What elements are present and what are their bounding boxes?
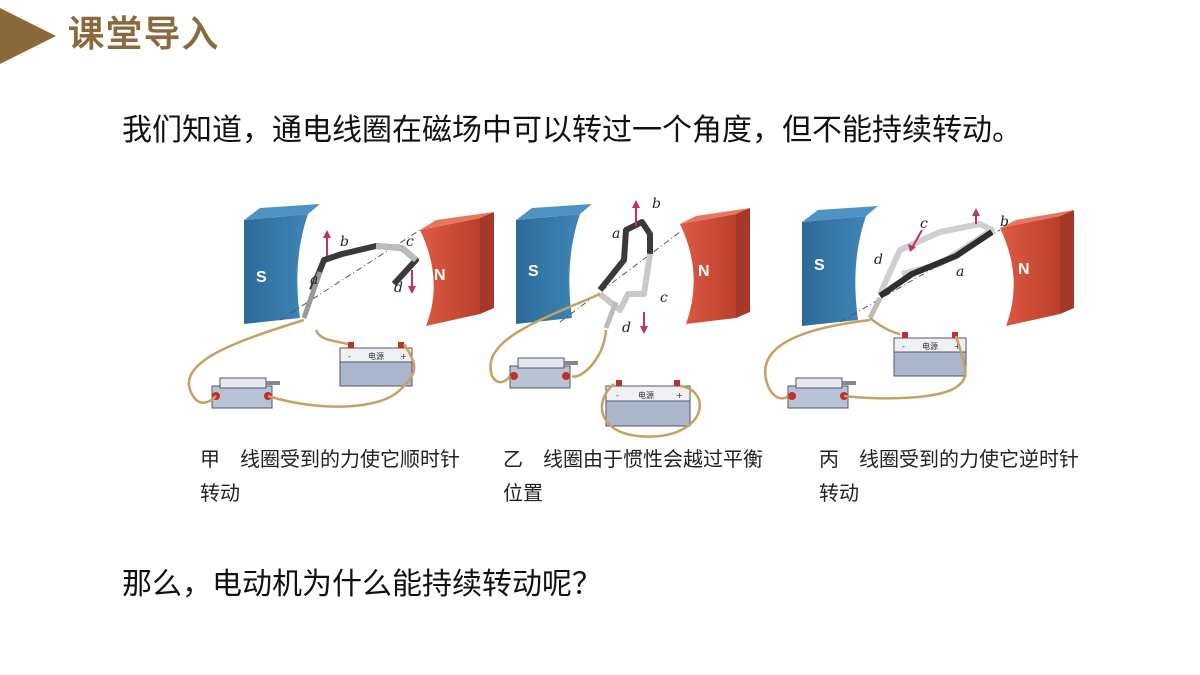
label-d: d xyxy=(622,320,631,336)
pole-n-label: N xyxy=(698,263,710,280)
question-text: 那么，电动机为什么能持续转动呢？ xyxy=(122,567,602,602)
magnet-s: S xyxy=(516,204,592,324)
pole-s-label: S xyxy=(528,263,539,280)
intro-text: 我们知道，通电线圈在磁场中可以转过一个角度，但不能持续转动。 xyxy=(122,113,1022,148)
pole-n-label: N xyxy=(1018,261,1030,278)
pole-s-label: S xyxy=(814,257,825,274)
battery: - 电源 + xyxy=(605,380,691,427)
label-c: c xyxy=(660,290,668,306)
magnet-n: N xyxy=(420,212,494,326)
battery-minus: - xyxy=(902,342,905,351)
battery-minus: - xyxy=(616,391,619,400)
magnet-n: N xyxy=(1000,210,1074,326)
battery-plus: + xyxy=(676,391,683,400)
figure-bing: S N c b a d - 电源 + xyxy=(764,206,1074,409)
label-c: c xyxy=(920,216,928,232)
motor-diagram: S N a b c d - 电源 + xyxy=(187,196,1074,438)
figure-jia: S N a b c d - 电源 + xyxy=(187,204,494,409)
magnet-s: S xyxy=(244,204,320,324)
battery-plus: + xyxy=(954,342,961,351)
caption-jia: 甲 线圈受到的力使它顺时针转动 xyxy=(200,447,460,505)
label-d: d xyxy=(394,280,403,296)
battery-label: 电源 xyxy=(368,351,384,361)
caption-yi: 乙 线圈由于惯性会越过平衡位置 xyxy=(503,447,763,505)
battery-label: 电源 xyxy=(922,341,938,351)
figure-yi: S N a b c d - 电源 + xyxy=(489,196,750,438)
battery: - 电源 + xyxy=(893,332,967,377)
magnet-n: N xyxy=(680,208,750,324)
label-a: a xyxy=(612,226,620,242)
pole-s-label: S xyxy=(256,269,267,286)
label-a: a xyxy=(310,272,318,288)
magnet-s: S xyxy=(802,206,878,326)
section-title: 课堂导入 xyxy=(68,14,221,55)
label-c: c xyxy=(406,234,414,250)
label-d: d xyxy=(874,252,883,268)
battery: - 电源 + xyxy=(339,342,413,387)
coil xyxy=(867,221,995,320)
caption-bing: 丙 线圈受到的力使它逆时针转动 xyxy=(819,447,1079,505)
label-b: b xyxy=(1000,214,1009,230)
battery-plus: + xyxy=(400,352,407,361)
switch xyxy=(211,377,280,409)
label-a: a xyxy=(956,264,964,280)
header-arrow-icon xyxy=(0,8,56,64)
label-b: b xyxy=(652,196,661,212)
battery-minus: - xyxy=(348,352,351,361)
label-b: b xyxy=(340,234,349,250)
pole-n-label: N xyxy=(434,267,446,284)
coil xyxy=(597,219,653,329)
switch xyxy=(509,357,578,389)
battery-label: 电源 xyxy=(638,390,654,400)
coil xyxy=(301,243,419,319)
switch xyxy=(787,377,856,409)
